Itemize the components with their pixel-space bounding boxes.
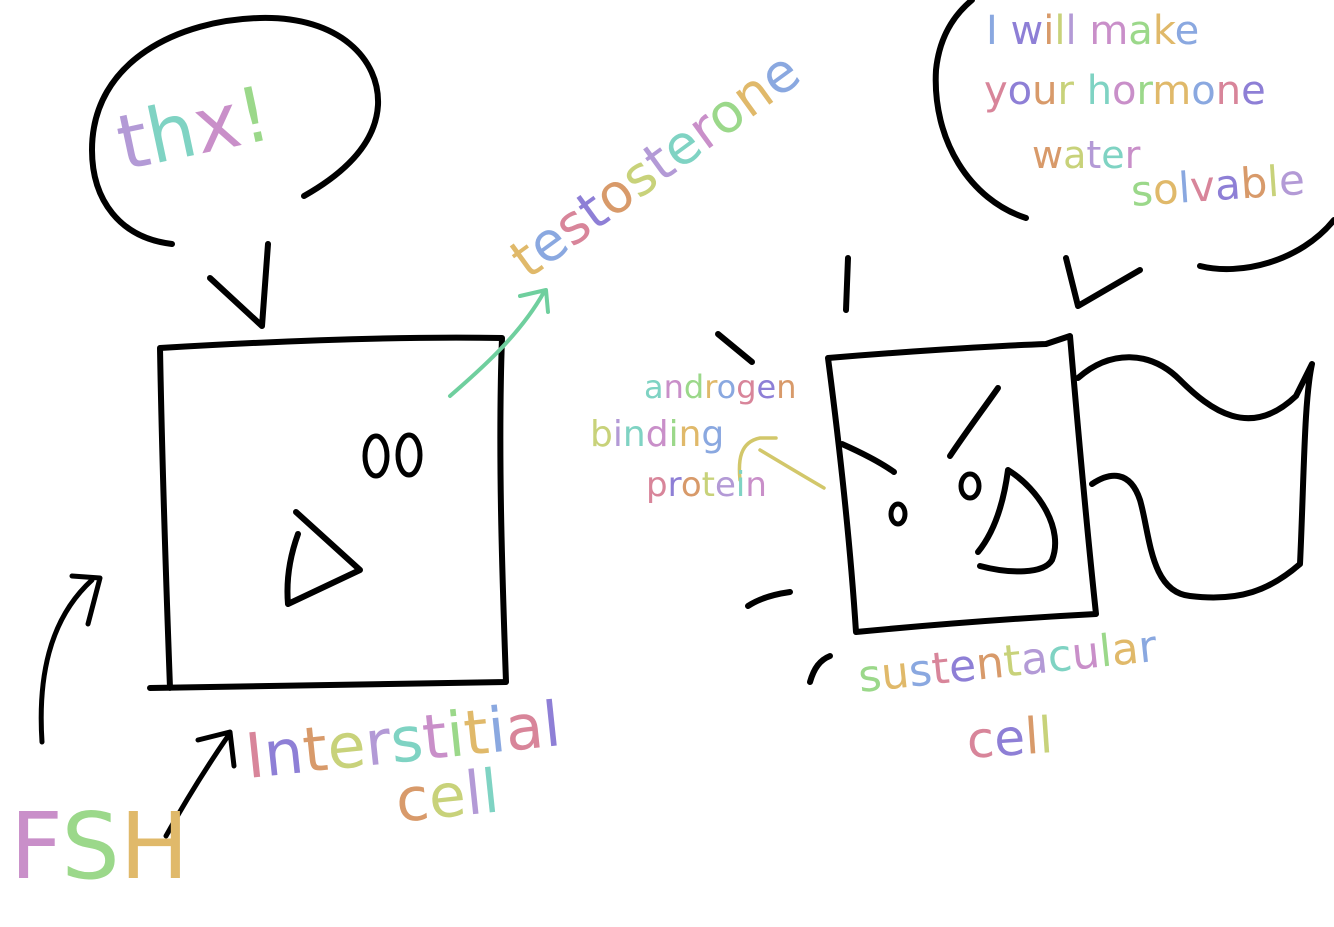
right-speech-tail: [1063, 255, 1143, 309]
interstitial-cell-box: [147, 334, 509, 691]
sustentacular-eye-left: [888, 501, 908, 527]
sustentacular-cytoplasm: [1075, 354, 1315, 601]
interstitial-eye-right: [395, 432, 423, 478]
right-speech-line2: your hormone: [984, 68, 1266, 114]
testosterone-label: testosterone: [499, 39, 812, 290]
interstitial-eye-left: [362, 433, 390, 479]
motion-mark-4: [807, 653, 833, 685]
right-speech-line4: solvable: [1129, 155, 1306, 216]
right-speech-line3: water: [1032, 133, 1141, 177]
left-speech-text: thx!: [109, 69, 278, 188]
interstitial-label-line2: cell: [392, 757, 502, 837]
protein-label-line3: protein: [646, 465, 767, 505]
protein-label-line1: androgen: [644, 368, 797, 406]
sustentacular-eyebrow-left: [839, 441, 897, 475]
fsh-arrow-right: [163, 729, 237, 839]
right-speech-bubble: [932, 0, 1029, 221]
sustentacular-label-line1: sustentacular: [856, 621, 1160, 703]
sustentacular-label-line2: cell: [965, 706, 1055, 770]
protein-label-line2: binding: [590, 414, 724, 455]
sustentacular-cell-box: [825, 333, 1099, 635]
interstitial-mouth: [284, 509, 363, 607]
right-speech-line1: I will make: [986, 8, 1199, 54]
testosterone-arrow: [448, 288, 550, 398]
motion-mark-2: [715, 331, 755, 365]
sustentacular-eye-right: [958, 471, 982, 501]
left-speech-tail: [207, 241, 271, 329]
left-speech-bubble: [89, 14, 382, 247]
sustentacular-eyebrow-right: [947, 385, 1001, 459]
sustentacular-mouth: [975, 467, 1059, 575]
motion-mark-1: [843, 255, 851, 313]
fsh-label: FSH: [10, 793, 189, 900]
right-speech-bubble-bottom: [1197, 217, 1334, 273]
interstitial-label-line1: Interstitial: [242, 687, 564, 793]
protein-pointer: [737, 436, 826, 490]
motion-mark-3: [745, 589, 793, 609]
fsh-arrow-up: [38, 573, 103, 745]
